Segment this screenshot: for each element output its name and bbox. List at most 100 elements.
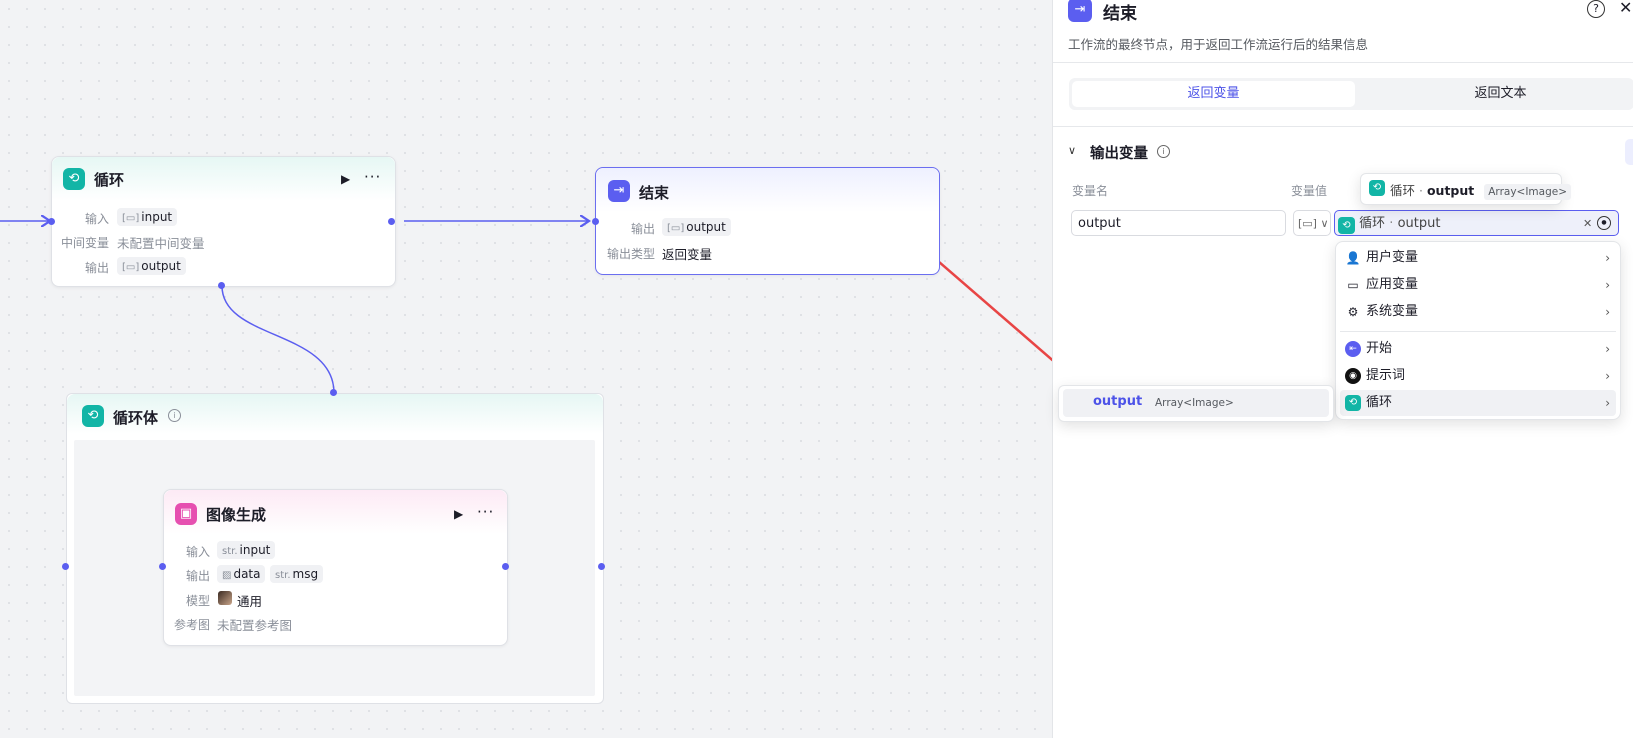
port[interactable]	[62, 563, 69, 570]
chevron-right-icon: ›	[1605, 342, 1610, 356]
loop-icon: ⟲	[1345, 395, 1361, 411]
port[interactable]	[502, 563, 509, 570]
menu-item-prompt[interactable]: ◉ 提示词›	[1340, 363, 1616, 389]
var-chip: [▭]input	[117, 208, 178, 226]
loop-icon: ⟲	[1338, 217, 1355, 234]
var-chip: [▭]output	[662, 218, 731, 236]
port[interactable]	[388, 218, 395, 225]
chevron-down-icon[interactable]: ∨	[1068, 144, 1077, 157]
port[interactable]	[159, 563, 166, 570]
submenu-item-output[interactable]: output Array<Image>	[1063, 389, 1329, 417]
end-node[interactable]: ⇥ 结束 输出 [▭]output 输出类型 返回变量	[595, 167, 940, 275]
wire-loop-to-body	[221, 285, 335, 394]
menu-item-user-variables[interactable]: 👤 用户变量›	[1340, 245, 1616, 271]
row-label: 中间变量	[60, 236, 109, 250]
chevron-right-icon: ›	[1605, 251, 1610, 265]
array-icon: [▭]	[667, 223, 685, 234]
node-title: 结束	[639, 184, 670, 202]
menu-item-loop[interactable]: ⟲ 循环›	[1340, 390, 1616, 416]
menu-item-start[interactable]: ⇤ 开始›	[1340, 336, 1616, 362]
variable-value-input[interactable]: ⟲ 循环 · output ✕ ●	[1334, 210, 1619, 236]
row-label: 模型	[185, 594, 210, 608]
port[interactable]	[330, 389, 337, 396]
variable-submenu: output Array<Image>	[1058, 385, 1334, 422]
more-icon[interactable]: ···	[364, 168, 382, 186]
row-label: 输出类型	[606, 247, 655, 261]
prompt-icon: ◉	[1345, 368, 1361, 384]
panel-description: 工作流的最终节点，用于返回工作流运行后的结果信息	[1068, 37, 1369, 52]
port[interactable]	[218, 282, 225, 289]
column-header-name: 变量名	[1072, 184, 1109, 198]
divider	[1053, 62, 1633, 63]
row-label: 输入	[185, 545, 210, 559]
variable-tooltip: ⟲ 循环 · output Array<Image>	[1360, 173, 1572, 205]
array-icon: [▭]	[1298, 217, 1317, 230]
port[interactable]	[48, 218, 55, 225]
loop-icon: ⟲	[63, 168, 85, 190]
loop-body-title: 循环体	[113, 409, 159, 427]
row-value: 未配置中间变量	[117, 236, 205, 251]
chevron-right-icon: ›	[1605, 305, 1610, 319]
row-label: 输出	[185, 569, 210, 583]
target-icon[interactable]: ●	[1597, 216, 1611, 230]
more-icon[interactable]: ···	[477, 503, 495, 521]
row-value: 未配置参考图	[217, 618, 293, 633]
row-label: 输入	[84, 212, 109, 226]
variable-picker-menu: 👤 用户变量› ▭ 应用变量› ⚙ 系统变量› ⇤ 开始› ◉ 提示词› ⟲ 循…	[1335, 241, 1621, 420]
column-header-value: 变量值	[1291, 184, 1328, 198]
loop-icon: ⟲	[1369, 180, 1385, 196]
menu-item-app-variables[interactable]: ▭ 应用变量›	[1340, 272, 1616, 298]
image-type-icon: ▨	[222, 570, 232, 581]
image-generation-node[interactable]: ▣ 图像生成 ▶ ··· 输入 str.input 输出 ▨data str.m…	[163, 489, 508, 646]
var-chip: [▭]output	[117, 257, 186, 275]
node-title: 图像生成	[206, 506, 267, 524]
row-label: 输出	[630, 222, 655, 236]
var-chip: str.input	[217, 541, 276, 559]
divider	[1053, 126, 1633, 127]
end-node-panel: ⇥ 结束 ? ✕ 工作流的最终节点，用于返回工作流运行后的结果信息 返回变量 返…	[1052, 0, 1633, 738]
user-icon: 👤	[1345, 251, 1361, 265]
chevron-right-icon: ›	[1605, 369, 1610, 383]
tab-return-text[interactable]: 返回文本	[1474, 86, 1527, 101]
info-icon: i	[1157, 145, 1170, 158]
run-icon[interactable]: ▶	[341, 172, 351, 186]
close-icon[interactable]: ✕	[1619, 0, 1633, 17]
loop-node[interactable]: ⟲ 循环 ▶ ··· 输入 [▭]input 中间变量 未配置中间变量 输出 […	[51, 156, 396, 287]
end-icon: ⇥	[608, 180, 630, 202]
variable-type-select[interactable]: [▭] ∨	[1293, 210, 1331, 236]
clear-icon[interactable]: ✕	[1583, 217, 1593, 230]
row-value: 返回变量	[662, 247, 713, 262]
add-button[interactable]	[1625, 139, 1633, 165]
var-chip: ▨data	[217, 565, 266, 583]
panel-title: 结束	[1103, 4, 1137, 24]
run-icon[interactable]: ▶	[454, 507, 464, 521]
type-tag: Array<Image>	[1151, 395, 1238, 411]
array-icon: [▭]	[122, 262, 140, 273]
port[interactable]	[592, 218, 599, 225]
section-title: 输出变量	[1090, 146, 1148, 162]
row-value: 通用	[237, 594, 263, 609]
loop-icon: ⟲	[82, 405, 104, 427]
chevron-right-icon: ›	[1605, 396, 1610, 410]
help-icon[interactable]: ?	[1587, 0, 1605, 18]
folder-icon: ▭	[1347, 278, 1359, 292]
tab-return-variable[interactable]: 返回变量	[1072, 81, 1355, 107]
start-icon: ⇤	[1345, 341, 1361, 357]
info-icon: i	[168, 409, 181, 422]
chevron-down-icon: ∨	[1320, 217, 1329, 230]
tab-bar: 返回变量 返回文本	[1069, 78, 1633, 110]
image-icon: ▣	[175, 503, 197, 525]
row-label: 参考图	[173, 618, 210, 632]
variable-name-input[interactable]: output	[1071, 210, 1286, 236]
gear-icon: ⚙	[1347, 305, 1359, 319]
model-avatar	[218, 591, 232, 605]
port[interactable]	[598, 563, 605, 570]
type-tag: Array<Image>	[1484, 183, 1572, 200]
node-title: 循环	[94, 171, 125, 189]
chevron-right-icon: ›	[1605, 278, 1610, 292]
array-icon: [▭]	[122, 213, 140, 224]
var-chip: str.msg	[270, 565, 324, 583]
menu-item-system-variables[interactable]: ⚙ 系统变量›	[1340, 299, 1616, 325]
end-icon: ⇥	[1068, 0, 1092, 22]
divider	[1340, 331, 1616, 332]
